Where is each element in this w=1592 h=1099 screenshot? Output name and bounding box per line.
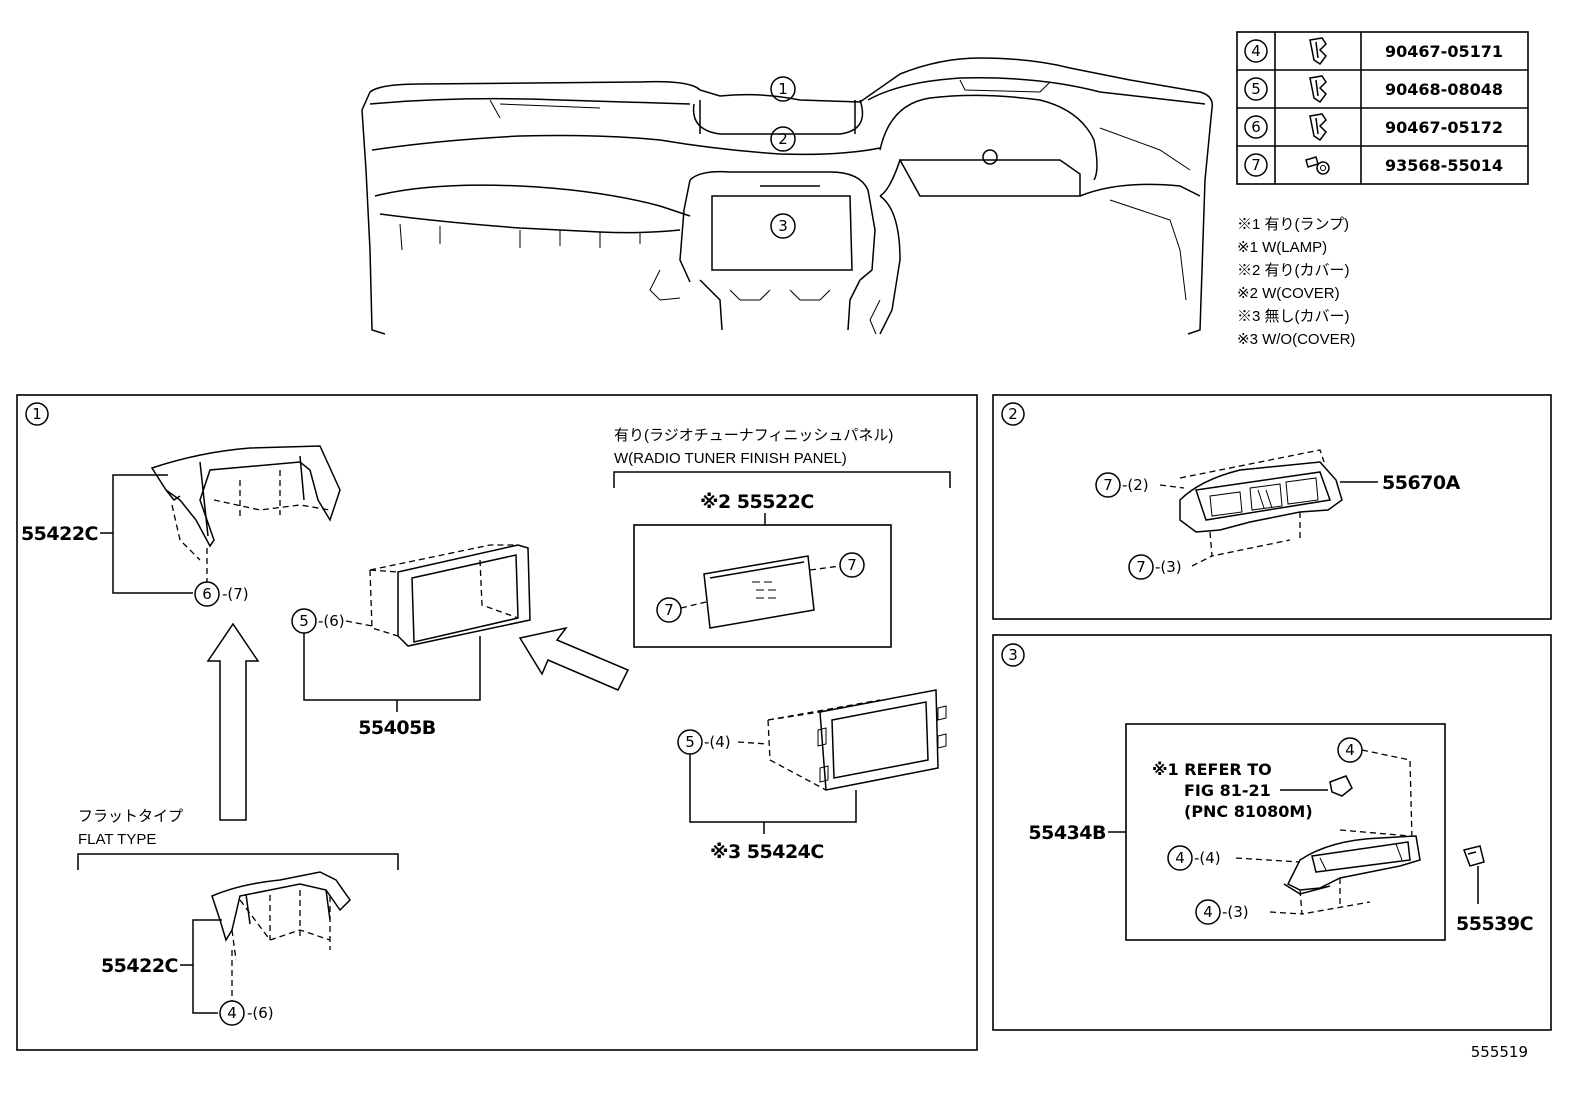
panel-2-id: 2 xyxy=(1008,405,1018,423)
flat-type-label-ja: フラットタイプ xyxy=(78,808,183,825)
table-row: 7 93568-55014 xyxy=(1244,153,1503,177)
clip-icon xyxy=(1309,113,1327,142)
panel-3-id: 3 xyxy=(1008,646,1018,664)
parts-table: 4 90467-05171 5 90468-08048 6 90467-0517… xyxy=(1236,31,1529,185)
illustration-id: 555519 xyxy=(1471,1043,1528,1061)
switch-icon xyxy=(1463,845,1485,867)
table-ref: 4 xyxy=(1251,42,1261,60)
table-row: 4 90467-05171 xyxy=(1244,37,1503,66)
table-row: 6 90467-05172 xyxy=(1244,113,1503,142)
overview-callout-2-label: 2 xyxy=(778,130,788,148)
meter-hood-bottom xyxy=(211,871,351,961)
qty-7b: -(3) xyxy=(1155,558,1182,576)
callout-7b: 7 xyxy=(1136,558,1146,576)
callout-4a: 4 xyxy=(1345,741,1355,759)
note-2: ※1 W(LAMP) xyxy=(1237,239,1327,256)
qty-5a: -(6) xyxy=(318,612,345,630)
note-1: ※1 有り(ランプ) xyxy=(1237,216,1349,233)
radio-bracket xyxy=(767,689,947,791)
meter-hood-top xyxy=(150,445,341,561)
lower-switch-panel xyxy=(1283,829,1421,915)
qty-7a: -(2) xyxy=(1122,476,1149,494)
radio-panel-label-ja: 有り(ラジオチューナフィニッシュパネル) xyxy=(614,427,893,444)
callout-4: 4 xyxy=(227,1004,237,1022)
qty-4c: -(3) xyxy=(1222,903,1249,921)
detail-panel-2: 2 7 -(2) 7 -(3) 55670A xyxy=(992,394,1552,620)
qty-6: -(7) xyxy=(222,585,249,603)
note-5: ※3 無し(カバー) xyxy=(1237,308,1350,325)
dashboard-overview: 1 2 3 xyxy=(361,57,1213,335)
callout-7b: 7 xyxy=(664,601,674,619)
part-55424c: ※3 55424C xyxy=(710,841,824,863)
table-ref: 6 xyxy=(1251,118,1261,136)
clip-icon xyxy=(1309,75,1327,104)
part-55422c-top: 55422C xyxy=(21,523,98,545)
clip-icon xyxy=(1309,37,1327,66)
refer-note-line-3: (PNC 81080M) xyxy=(1184,802,1313,821)
callout-4c: 4 xyxy=(1203,903,1213,921)
flat-type-label-en: FLAT TYPE xyxy=(78,831,156,848)
lamp-icon xyxy=(1329,775,1353,797)
overview-callout-3 xyxy=(770,213,796,239)
callout-7a: 7 xyxy=(847,556,857,574)
center-frame xyxy=(369,544,531,647)
overview-callout-3-label: 3 xyxy=(778,217,788,235)
part-55434b: 55434B xyxy=(1028,822,1106,844)
overview-callout-1 xyxy=(770,76,796,102)
detail-panel-1: 1 55422C 6 -(7) 5 -(6) 55405B xyxy=(16,394,978,1051)
refer-note-line-2: FIG 81-21 xyxy=(1184,781,1271,800)
callout-5a: 5 xyxy=(299,612,309,630)
callout-5b: 5 xyxy=(685,733,695,751)
callout-6: 6 xyxy=(202,585,212,603)
qty-4b: -(4) xyxy=(1194,849,1221,867)
table-ref: 5 xyxy=(1251,80,1261,98)
refer-note-line-1: ※1 REFER TO xyxy=(1152,760,1272,779)
table-ref: 7 xyxy=(1251,156,1261,174)
note-6: ※3 W/O(COVER) xyxy=(1237,331,1355,348)
qty-4: -(6) xyxy=(247,1004,274,1022)
callout-7a: 7 xyxy=(1103,476,1113,494)
note-3: ※2 有り(カバー) xyxy=(1237,262,1350,279)
switch-panel xyxy=(1179,449,1343,557)
part-55405b: 55405B xyxy=(358,717,436,739)
table-part-number: 90467-05171 xyxy=(1385,42,1503,61)
qty-5b: -(4) xyxy=(704,733,731,751)
part-55522c: ※2 55522C xyxy=(700,491,814,513)
table-row: 5 90468-08048 xyxy=(1244,75,1503,104)
screw-icon xyxy=(1305,156,1330,175)
part-55670a: 55670A xyxy=(1382,472,1461,494)
overview-callout-1-label: 1 xyxy=(778,80,788,98)
part-55539c: 55539C xyxy=(1456,913,1533,935)
panel-1-id: 1 xyxy=(32,405,42,423)
callout-4b: 4 xyxy=(1175,849,1185,867)
up-arrow-icon xyxy=(206,622,260,821)
detail-panel-3: 3 ※1 REFER TO FIG 81-21 (PNC 81080M) 4 4… xyxy=(992,634,1552,1031)
radio-panel-label-en: W(RADIO TUNER FINISH PANEL) xyxy=(614,450,847,467)
table-part-number: 93568-55014 xyxy=(1385,156,1503,175)
note-4: ※2 W(COVER) xyxy=(1237,285,1340,302)
notes: ※1 有り(ランプ) ※1 W(LAMP) ※2 有り(カバー) ※2 W(CO… xyxy=(1237,216,1355,348)
diagonal-arrow-icon xyxy=(518,626,630,691)
overview-callout-2 xyxy=(770,126,796,152)
table-part-number: 90467-05172 xyxy=(1385,118,1503,137)
part-55422c-bottom: 55422C xyxy=(101,955,178,977)
table-part-number: 90468-08048 xyxy=(1385,80,1503,99)
radio-finish-panel xyxy=(703,555,815,629)
